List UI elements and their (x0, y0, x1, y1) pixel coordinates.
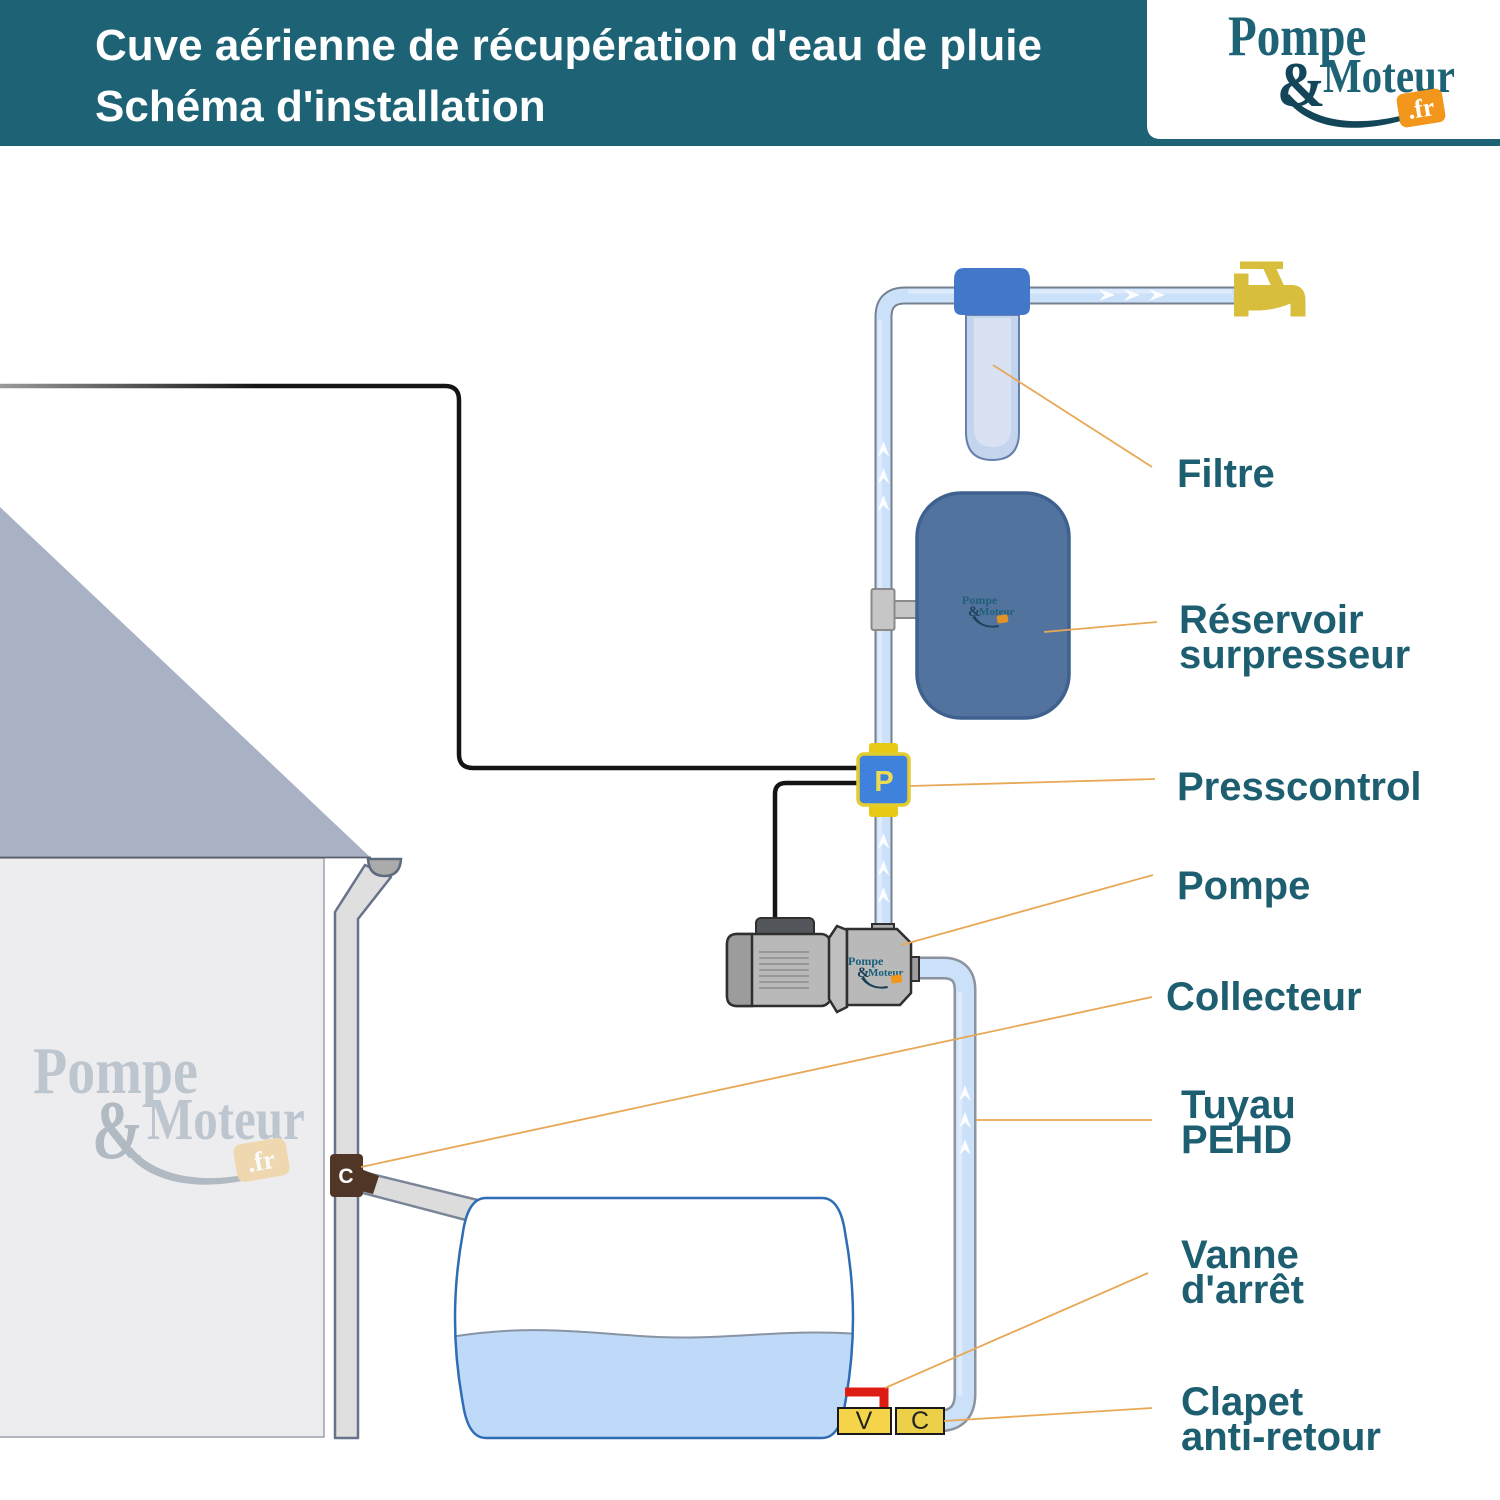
svg-text:P: P (874, 766, 893, 798)
svg-text:Réservoir: Réservoir (1179, 598, 1364, 642)
svg-text:V: V (856, 1407, 873, 1435)
svg-text:Pompe: Pompe (33, 1034, 198, 1108)
svg-text:Cuve aérienne de récupération: Cuve aérienne de récupération d'eau de p… (95, 21, 1042, 70)
svg-text:Presscontrol: Presscontrol (1177, 765, 1422, 809)
svg-text:.fr: .fr (245, 1144, 278, 1178)
svg-text:Pompe: Pompe (962, 593, 998, 607)
svg-text:Pompe: Pompe (1228, 5, 1366, 68)
svg-text:Vanne: Vanne (1181, 1233, 1299, 1277)
svg-text:C: C (911, 1407, 929, 1435)
svg-text:Pompe: Pompe (1177, 864, 1310, 908)
svg-text:d'arrêt: d'arrêt (1181, 1268, 1304, 1312)
svg-text:Pompe: Pompe (848, 954, 884, 968)
svg-text:C: C (338, 1165, 353, 1188)
svg-text:surpresseur: surpresseur (1179, 633, 1410, 677)
svg-text:Moteur: Moteur (979, 606, 1015, 618)
svg-text:Schéma d'installation: Schéma d'installation (95, 82, 546, 131)
svg-text:PEHD: PEHD (1181, 1118, 1292, 1162)
svg-text:anti-retour: anti-retour (1181, 1415, 1381, 1459)
svg-text:.fr: .fr (1406, 92, 1437, 125)
svg-text:Collecteur: Collecteur (1166, 975, 1362, 1019)
svg-text:Clapet: Clapet (1181, 1380, 1303, 1424)
svg-text:Filtre: Filtre (1177, 452, 1275, 496)
svg-text:&: & (857, 965, 870, 981)
svg-text:&: & (968, 604, 981, 620)
svg-text:Tuyau: Tuyau (1181, 1083, 1296, 1127)
